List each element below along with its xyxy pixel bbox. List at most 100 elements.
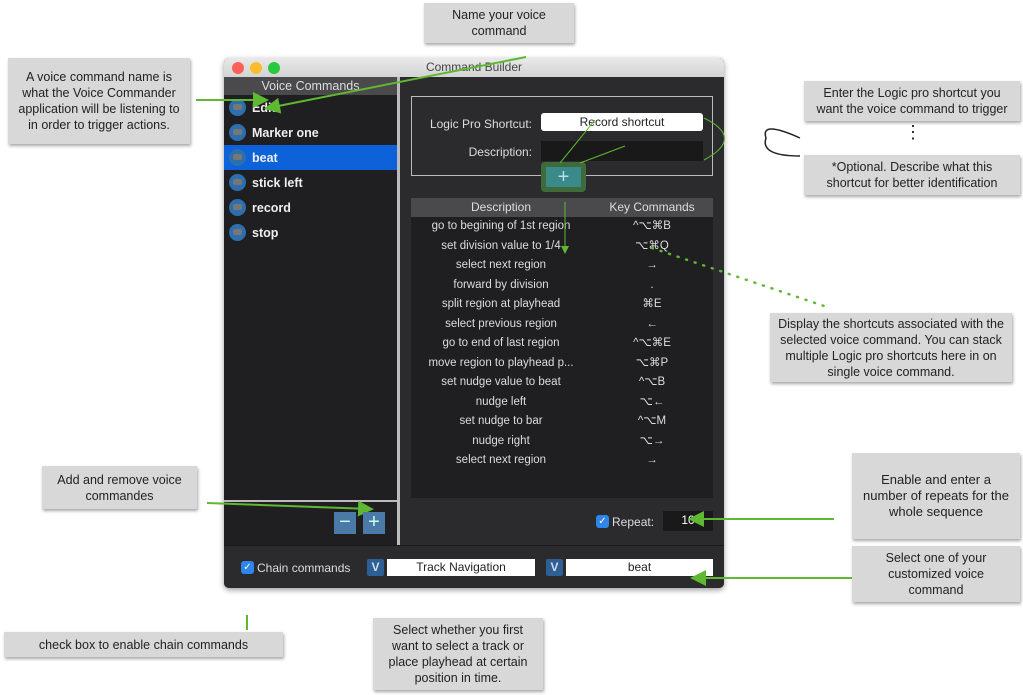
voice-command-label: record	[252, 200, 291, 215]
column-key-commands[interactable]: Key Commands	[609, 200, 695, 214]
table-row[interactable]: go to begining of 1st region ^⌥⌘B	[411, 217, 713, 237]
table-row[interactable]: forward by division.	[411, 276, 713, 296]
remove-command-button[interactable]: −	[334, 512, 356, 534]
description-input[interactable]	[541, 141, 703, 161]
column-description[interactable]: Description	[470, 200, 532, 214]
voice-command-item[interactable]: stick left	[224, 170, 397, 195]
table-row[interactable]: select next region →	[411, 451, 713, 471]
record-shortcut-button[interactable]: Record shortcut	[541, 113, 703, 131]
row-description: set nudge value to beat	[441, 376, 561, 388]
row-key-command: ^⌥B	[638, 376, 666, 388]
table-row[interactable]: move region to playhead p... ⌥⌘P	[411, 354, 713, 374]
callout-shortcut: Enter the Logic pro shortcut you want th…	[804, 81, 1020, 121]
table-row[interactable]: go to end of last region ^⌥⌘E	[411, 334, 713, 354]
row-key-command: ←	[646, 317, 658, 330]
callout-select-one: Select one of your customized voice comm…	[852, 546, 1020, 602]
row-description: nudge right	[472, 434, 530, 447]
chained-command-dropdown[interactable]: beat	[566, 559, 713, 576]
callout-voice-name: A voice command name is what the Voice C…	[8, 58, 190, 144]
row-description: nudge left	[475, 395, 527, 408]
ellipsis: ⋮	[904, 122, 922, 142]
table-row[interactable]: set nudge value to beat ^⌥B	[411, 373, 713, 393]
table-row[interactable]: nudge right ⌥→	[411, 432, 713, 452]
row-description: select next region	[455, 454, 547, 466]
repeat-input[interactable]: 10	[663, 511, 713, 531]
repeat-label: Repeat:	[612, 515, 655, 529]
speech-bubble-icon	[229, 99, 246, 116]
add-shortcut-button[interactable]: +	[546, 167, 581, 187]
row-description: move region to playhead p...	[428, 356, 574, 369]
row-description: go to end of last region	[442, 337, 560, 349]
speech-bubble-icon	[229, 174, 246, 191]
voice-command-item[interactable]: Marker one	[224, 120, 397, 145]
row-key-command: ⌘E	[642, 298, 662, 310]
chain-bar: ✓ Chain commands V Track Navigation V be…	[224, 545, 724, 588]
row-description: split region at playhead	[441, 298, 561, 310]
window-title: Command Builder	[425, 60, 523, 74]
zoom-button[interactable]	[268, 62, 280, 74]
voice-command-label: stick left	[252, 175, 303, 190]
callout-name: Name your voice command	[424, 3, 574, 43]
table-row[interactable]: set nudge to bar ^⌥M	[411, 412, 713, 432]
row-description: select next region	[455, 259, 547, 271]
row-key-command: ⌥⌘Q	[635, 239, 669, 252]
table-row[interactable]: split region at playhead ⌘E	[411, 295, 713, 315]
chain-label: Chain commands	[257, 561, 351, 575]
row-key-command: ⌥→	[639, 434, 665, 447]
dropdown-chevron-icon[interactable]: V	[546, 559, 563, 576]
callout-chain-box: check box to enable chain commands	[4, 632, 283, 657]
voice-command-item[interactable]: record	[224, 195, 397, 220]
dropdown-chevron-icon[interactable]: V	[367, 559, 384, 576]
voice-command-label: beat	[252, 150, 278, 165]
voice-command-label: Marker one	[252, 125, 319, 140]
table-row[interactable]: select next region →	[411, 256, 713, 276]
row-description: forward by division	[453, 278, 549, 291]
voice-command-item[interactable]: stop	[224, 220, 397, 245]
minimize-button[interactable]	[250, 62, 262, 74]
row-key-command: ^⌥⌘E	[633, 337, 671, 349]
voice-command-item[interactable]: beat	[224, 145, 397, 170]
description-label: Description:	[468, 145, 532, 159]
callout-select-whether: Select whether you first want to select …	[373, 618, 543, 690]
table-row[interactable]: nudge left ⌥←	[411, 393, 713, 413]
row-key-command: ⌥⌘P	[635, 356, 669, 369]
repeat-checkbox[interactable]: ✓	[596, 515, 609, 528]
table-row[interactable]: select previous region ←	[411, 315, 713, 335]
row-key-command: .	[650, 278, 654, 291]
table-row[interactable]: set division value to 1/4 ⌥⌘Q	[411, 237, 713, 257]
row-key-command: ⌥←	[639, 395, 665, 408]
row-key-command: →	[646, 259, 658, 271]
callout-add-remove: Add and remove voice commandes	[42, 466, 197, 509]
row-description: set nudge to bar	[459, 415, 543, 427]
callout-optional: *Optional. Describe what this shortcut f…	[804, 155, 1020, 195]
voice-command-item[interactable]: Edit	[224, 95, 397, 120]
callout-repeats: Enable and enter a number of repeats for…	[852, 453, 1020, 539]
speech-bubble-icon	[229, 149, 246, 166]
row-description: select previous region	[445, 317, 557, 330]
row-description: set division value to 1/4	[441, 239, 561, 252]
split-divider[interactable]	[397, 77, 400, 545]
row-key-command: ^⌥⌘B	[633, 220, 671, 232]
add-command-button[interactable]: +	[363, 512, 385, 534]
speech-bubble-icon	[229, 199, 246, 216]
close-button[interactable]	[232, 62, 244, 74]
sidebar-header: Voice Commands	[224, 77, 397, 95]
row-key-command: →	[646, 454, 658, 466]
shortcuts-table: Description Key Commands go to begining …	[411, 198, 713, 498]
callout-display: Display the shortcuts associated with th…	[770, 313, 1012, 382]
voice-command-label: stop	[252, 225, 279, 240]
chain-checkbox[interactable]: ✓	[241, 561, 254, 574]
row-description: go to begining of 1st region	[431, 220, 571, 232]
shortcut-label: Logic Pro Shortcut:	[429, 117, 532, 131]
table-header: Description Key Commands	[411, 198, 713, 217]
chain-mode-dropdown[interactable]: Track Navigation	[387, 559, 535, 576]
sidebar-separator	[224, 500, 397, 502]
row-key-command: ^⌥M	[637, 415, 667, 427]
title-bar: Command Builder	[224, 58, 724, 77]
speech-bubble-icon	[229, 224, 246, 241]
voice-command-label: Edit	[252, 100, 276, 115]
speech-bubble-icon	[229, 124, 246, 141]
brace	[764, 128, 801, 157]
